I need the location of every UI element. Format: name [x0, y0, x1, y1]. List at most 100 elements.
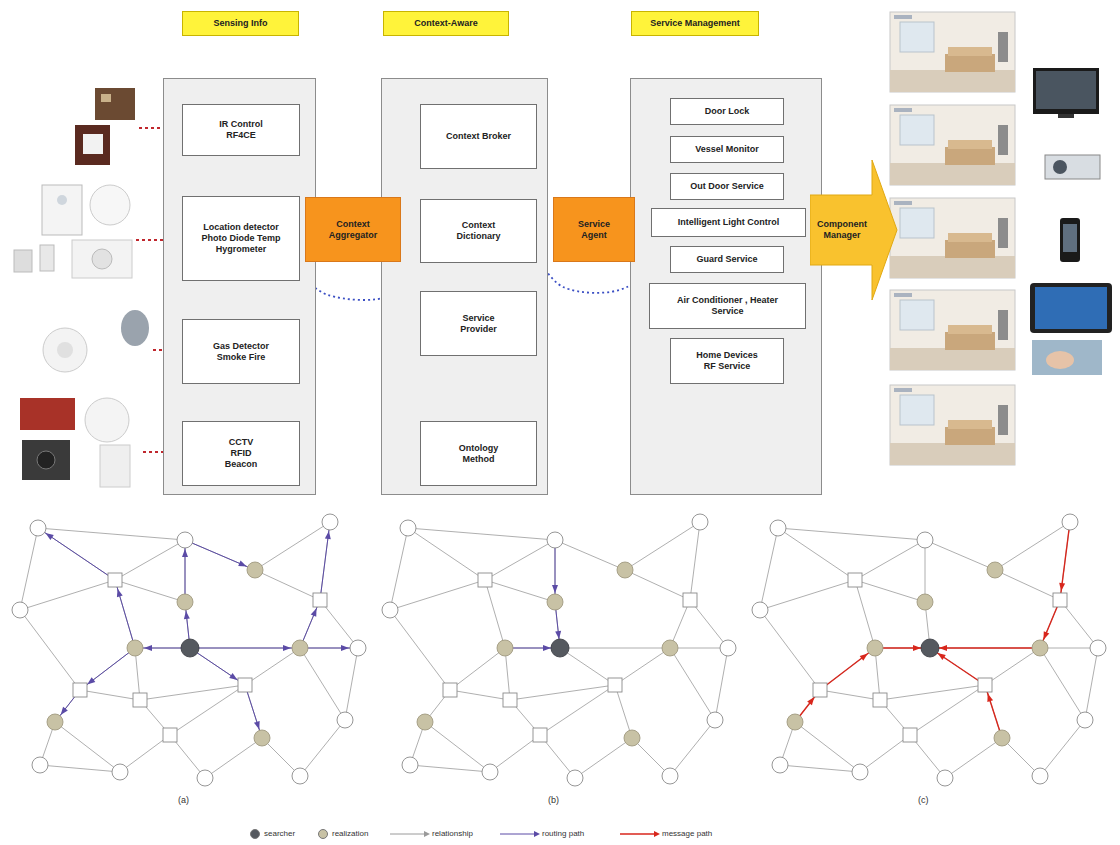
- tablet-screen: [1035, 287, 1107, 329]
- room-photo: [890, 105, 1015, 185]
- room-photo: [890, 290, 1015, 370]
- box-label: IR Control RF4CE: [210, 119, 272, 141]
- box-label: Air Conditioner , Heater Service: [663, 295, 793, 317]
- routing-arrow: [38, 528, 115, 580]
- routing-arrow: [80, 648, 135, 690]
- manager-arrow-fill: [810, 160, 897, 300]
- panel-heading: Service Management: [631, 11, 759, 36]
- message-arrow: [1060, 522, 1070, 600]
- routing-arrow: [185, 540, 255, 570]
- tv: [1033, 68, 1099, 114]
- box-label: CCTV RFID Beacon: [218, 437, 264, 469]
- routing-arrow: [190, 648, 245, 685]
- hygro-sensor: [40, 245, 54, 271]
- message-paths: [795, 522, 1070, 738]
- routing-arrow: [185, 540, 186, 602]
- sensor-plate: [72, 240, 132, 278]
- process-box: Service Provider: [420, 291, 537, 356]
- rf-module-face: [83, 134, 103, 154]
- box-label: Service Provider: [451, 313, 506, 335]
- room-photo: [890, 12, 1015, 92]
- process-box: Ontology Method: [420, 421, 537, 486]
- relationship-sample: [390, 834, 424, 835]
- remote-photo: [1032, 340, 1102, 375]
- sensor-box: IR Control RF4CE: [182, 104, 300, 156]
- graph-nodes: [382, 514, 736, 786]
- routing-head: [534, 831, 540, 837]
- temp-sensor: [14, 250, 32, 272]
- service-box: Intelligent Light Control: [651, 208, 806, 237]
- room-photo: [890, 385, 1015, 465]
- location-lens: [57, 195, 67, 205]
- phone: [1060, 218, 1080, 262]
- tablet: [1030, 283, 1112, 333]
- box-label: Context Broker: [446, 131, 511, 142]
- message-head: [654, 831, 660, 837]
- message-arrow: [930, 647, 1040, 648]
- rf-module: [75, 125, 110, 165]
- cctv-lens: [37, 451, 55, 469]
- location-panel: [42, 185, 82, 235]
- figure-label: (c): [918, 795, 929, 805]
- gas-detector: [121, 310, 149, 346]
- box-label: Out Door Service: [690, 181, 764, 192]
- projector-lens: [1053, 160, 1067, 174]
- box-label: Home Devices RF Service: [691, 350, 763, 372]
- room-photos: [890, 12, 1015, 465]
- graph-b: [382, 514, 736, 786]
- smoke-detector: [43, 328, 87, 372]
- cctv-camera: [22, 440, 70, 480]
- rfid-board: [20, 398, 75, 430]
- box-label: Vessel Monitor: [695, 144, 759, 155]
- sensing-panel: IR Control RF4CE Location detector Photo …: [163, 78, 316, 495]
- ir-chip: [101, 94, 111, 102]
- relationship-head: [424, 831, 430, 837]
- legend-samples: [390, 831, 660, 837]
- legend-text: relationship: [432, 829, 473, 838]
- tv-screen: [1036, 71, 1096, 109]
- legend-text: message path: [662, 829, 712, 838]
- routing-arrow: [115, 580, 135, 648]
- process-box: Context Broker: [420, 104, 537, 169]
- box-label: Context Aggregator: [317, 219, 389, 241]
- graph-nodes: [12, 514, 366, 786]
- beacon: [85, 398, 129, 442]
- hand: [1046, 351, 1074, 369]
- sensor-box: Location detector Photo Diode Temp Hygro…: [182, 196, 300, 281]
- box-label: Intelligent Light Control: [678, 217, 779, 228]
- sensor-dome: [92, 249, 112, 269]
- sensor-devices: [14, 88, 149, 487]
- service-box: Home Devices RF Service: [670, 338, 784, 384]
- output-devices: [1030, 68, 1112, 375]
- panel-heading: Context-Aware: [383, 11, 509, 36]
- legend-text: routing path: [542, 829, 584, 838]
- legend-text: realization: [332, 829, 368, 838]
- rfid-reader: [100, 445, 130, 487]
- figure-label: (b): [548, 795, 559, 805]
- service-box: Guard Service: [670, 246, 784, 273]
- service-box: Out Door Service: [670, 173, 784, 200]
- legend-text: searcher: [264, 829, 295, 838]
- legend-swatch: [318, 829, 328, 839]
- smoke-grille: [57, 342, 73, 358]
- ir-board: [95, 88, 135, 120]
- service-panel: Door LockVessel MonitorOut Door ServiceI…: [630, 78, 822, 495]
- tv-stand: [1058, 114, 1074, 118]
- routing-paths: [38, 522, 358, 738]
- graph-nodes: [752, 514, 1106, 786]
- phone-screen: [1063, 224, 1077, 252]
- room-photo: [890, 198, 1015, 278]
- routing-paths: [505, 540, 560, 648]
- routing-arrow: [190, 648, 300, 649]
- panel-heading: Sensing Info: [182, 11, 299, 36]
- projector: [1045, 155, 1100, 179]
- box-label: Guard Service: [696, 254, 757, 265]
- aggregator-box: Context Aggregator: [305, 197, 401, 262]
- service-box: Air Conditioner , Heater Service: [649, 283, 806, 329]
- box-label: Location detector Photo Diode Temp Hygro…: [198, 222, 284, 254]
- sensor-box: CCTV RFID Beacon: [182, 421, 300, 486]
- box-label: Context Dictionary: [448, 220, 510, 242]
- box-label: Component Manager: [810, 195, 874, 265]
- box-label: Door Lock: [705, 106, 750, 117]
- message-arrow: [820, 648, 875, 690]
